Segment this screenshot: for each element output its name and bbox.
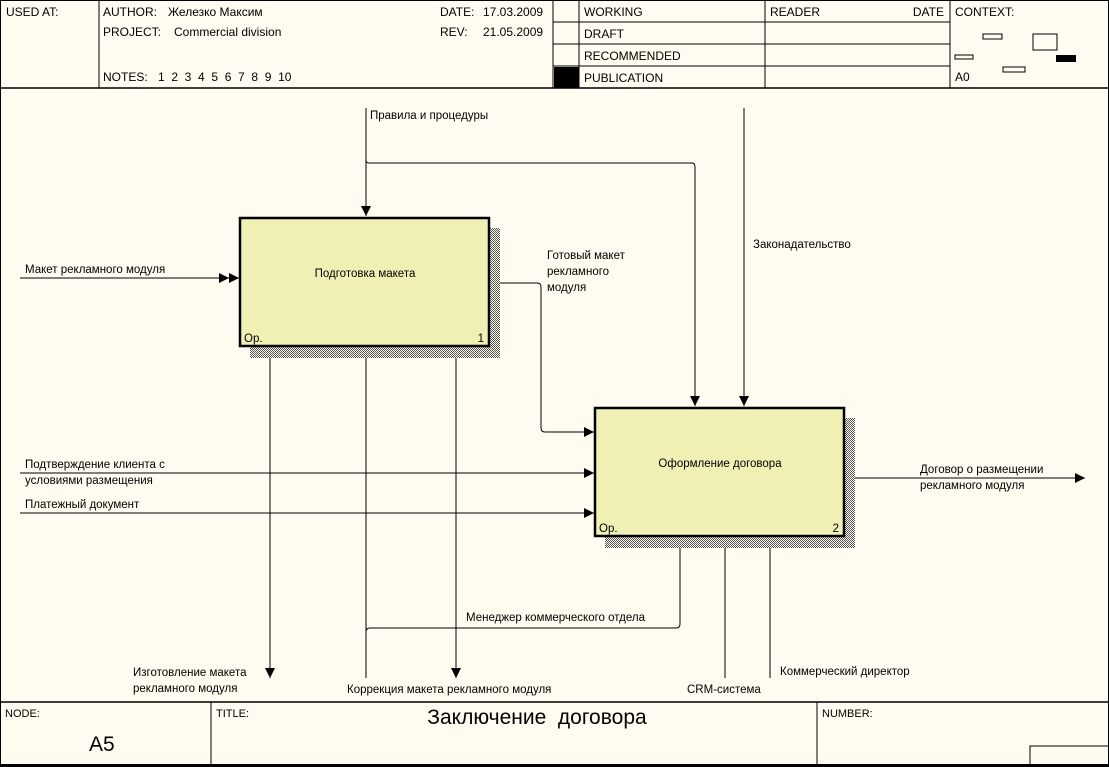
label-rules: Правила и процедуры (370, 110, 488, 122)
number-label: NUMBER: (822, 708, 873, 720)
title-label: TITLE: (216, 708, 249, 720)
label-make-layout-1: Изготовление макета (133, 667, 247, 679)
arrows (20, 108, 1085, 678)
label-correction: Коррекция макета рекламного модуля (347, 684, 551, 696)
label-director: Коммерческий директор (780, 666, 910, 678)
context-node: A0 (955, 70, 970, 84)
status-working: WORKING (584, 5, 643, 19)
status-draft: DRAFT (584, 27, 625, 41)
activity-box-1[interactable]: Подготовка макета Op. 1 (238, 216, 500, 358)
project-label: PROJECT: (103, 25, 161, 39)
label-contract-2: рекламного модуля (920, 480, 1024, 492)
label-client-confirm-1: Подтверждение клиента с (25, 459, 165, 471)
notes-label: NOTES: (103, 70, 148, 84)
label-ready-layout-2: рекламного (547, 266, 609, 278)
status-recommended: RECOMMENDED (584, 49, 681, 63)
label-make-layout-2: рекламного модуля (133, 683, 237, 695)
label-layout-input: Макет рекламного модуля (25, 264, 165, 276)
project-value: Commercial division (174, 25, 281, 39)
arrow-ready-layout[interactable] (490, 282, 594, 437)
label-manager: Менеджер коммерческого отдела (466, 612, 646, 624)
label-legislation: Законадательство (753, 239, 851, 251)
label-payment: Платежный документ (25, 499, 140, 511)
reader-label: READER (770, 5, 820, 19)
reader-date-label: DATE (913, 5, 944, 19)
node-value: A5 (89, 733, 115, 756)
label-contract-1: Договор о размещении (920, 464, 1043, 476)
arrow-labels: Правила и процедуры Законадательство Мак… (25, 110, 1043, 696)
status-publication: PUBLICATION (584, 71, 663, 85)
activity-2-title: Оформление договора (658, 458, 782, 470)
arrow-manager-to-box2[interactable] (365, 538, 685, 633)
label-crm: CRM-система (687, 684, 761, 696)
rev-value: 21.05.2009 (483, 25, 543, 39)
notes-values: 1 2 3 4 5 6 7 8 9 10 (158, 70, 292, 84)
date-label: DATE: (440, 5, 474, 19)
context-label: CONTEXT: (955, 5, 1014, 19)
rev-label: REV: (440, 25, 468, 39)
node-label: NODE: (5, 708, 40, 720)
author-value: Железко Максим (168, 5, 263, 19)
publication-status-marker (554, 67, 579, 88)
activity-2-number: 2 (833, 523, 839, 535)
activity-box-2[interactable]: Оформление договора Op. 2 (593, 406, 855, 548)
label-ready-layout-1: Готовый макет (547, 250, 626, 262)
activity-1-number: 1 (478, 333, 484, 345)
label-client-confirm-2: условиями размещения (25, 475, 153, 487)
activity-2-op: Op. (599, 523, 618, 535)
used-at-label: USED AT: (6, 5, 58, 19)
footer: NODE: A5 TITLE: Заключение договора NUMB… (0, 701, 1109, 767)
diagram-title: Заключение договора (427, 706, 647, 729)
date-value: 17.03.2009 (483, 5, 543, 19)
arrow-rules-to-box2[interactable] (365, 159, 700, 406)
activity-1-op: Op. (244, 333, 263, 345)
author-label: AUTHOR: (103, 5, 157, 19)
label-ready-layout-3: модуля (547, 282, 586, 294)
activity-1-title: Подготовка макета (315, 268, 416, 280)
context-thumbnail[interactable] (954, 33, 1076, 73)
